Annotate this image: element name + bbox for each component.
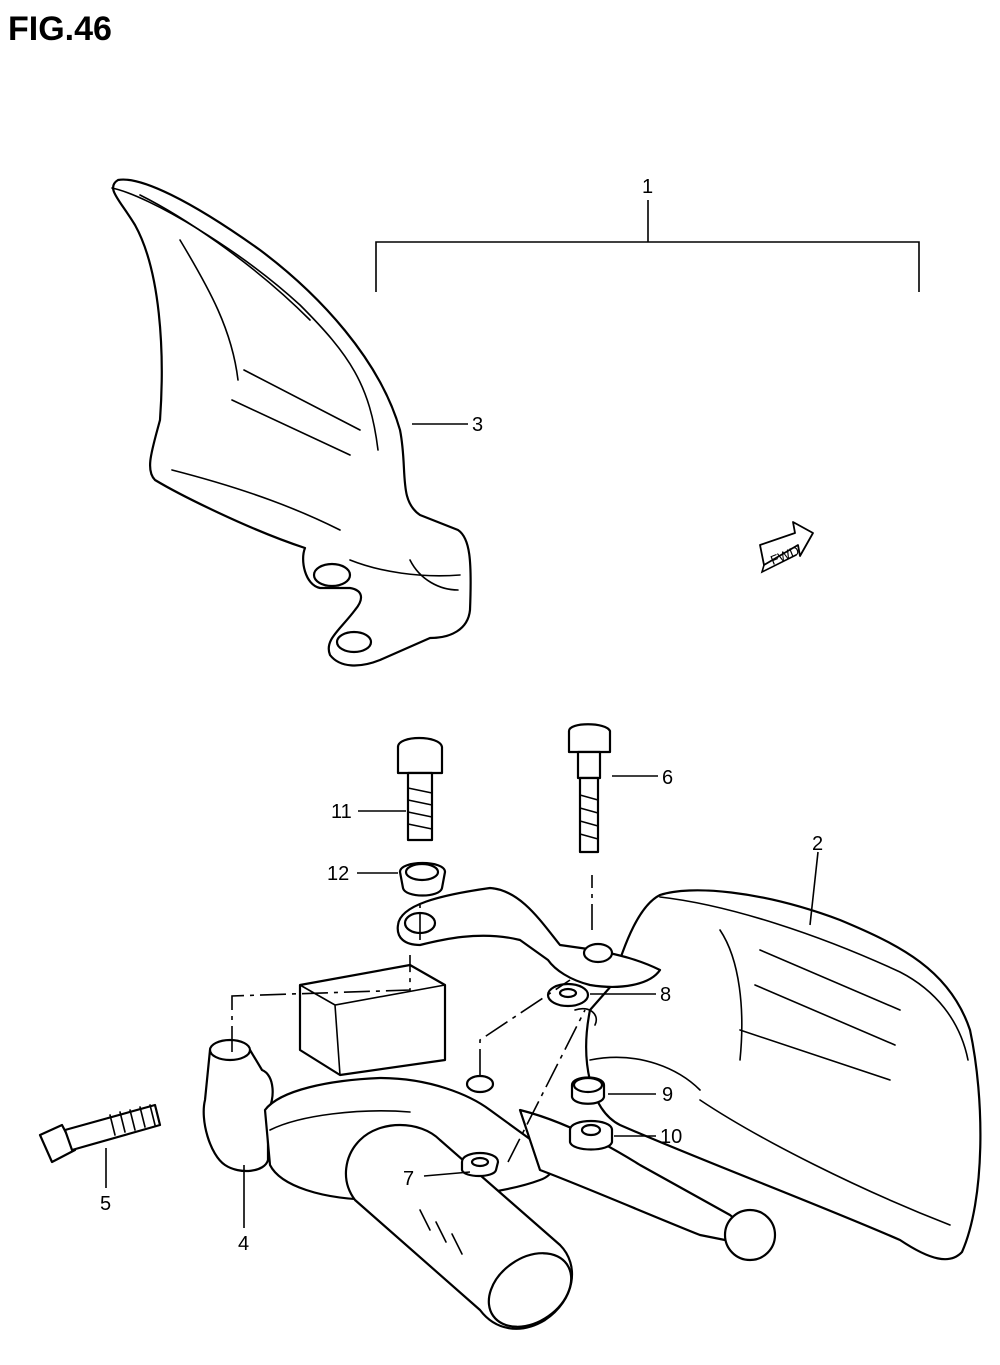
assembly-bracket: [375, 200, 920, 292]
callout-8: 8: [660, 984, 671, 1006]
callout-6: 6: [662, 767, 673, 789]
callout-labels: 1 2 3 4 5 6 7 8 9 10 11 12: [100, 176, 823, 1255]
leader-lines: [105, 423, 819, 1228]
figure-title: FIG.46: [8, 10, 112, 48]
nut-10: [568, 1120, 614, 1151]
callout-7: 7: [403, 1168, 414, 1190]
callout-3: 3: [472, 414, 483, 436]
upper-hand-guard: [111, 178, 472, 667]
bolt-11: [396, 737, 444, 842]
bolt-5: [38, 1103, 162, 1164]
handlebar-grip: [344, 1123, 574, 1330]
fwd-arrow-badge: FWD: [759, 521, 814, 574]
lower-hand-guard: [585, 889, 982, 1261]
collar-9: [570, 1076, 606, 1105]
assembly-axis-lines: [231, 875, 593, 1163]
washer-7: [460, 1151, 500, 1178]
callout-5: 5: [100, 1193, 111, 1215]
washer-8: [546, 982, 590, 1008]
washer-12: [398, 862, 447, 897]
callout-12: 12: [327, 863, 349, 885]
bolt-6: [567, 723, 612, 854]
callout-4: 4: [238, 1233, 249, 1255]
callout-9: 9: [662, 1084, 673, 1106]
callout-11: 11: [331, 801, 352, 823]
callout-10: 10: [660, 1126, 682, 1148]
callout-1: 1: [642, 176, 653, 198]
callout-2: 2: [812, 833, 823, 855]
